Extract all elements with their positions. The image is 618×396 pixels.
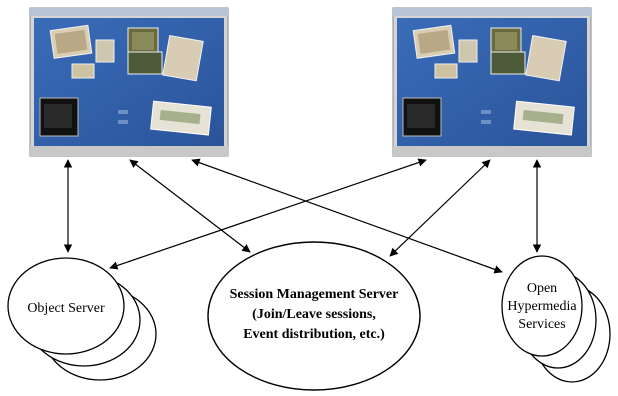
object-server-stack [7,257,157,381]
session-management-server-node [207,241,421,391]
photo-tile [150,100,212,136]
photo-tile [127,51,163,75]
arrow-right-client-object-server [109,158,427,270]
object-server-label: Object Server [27,301,105,316]
hypermedia-label-line2: Hypermedia [507,299,577,314]
connection-arrows [63,158,542,274]
session-server-detail-2: Event distribution, etc.) [243,327,385,342]
photo-tile [525,34,567,82]
hypermedia-label-line1: Open [527,281,557,296]
photo-tile [71,63,95,79]
hypermedia-services-stack [501,255,611,383]
photo-tile [162,34,204,82]
session-server-title: Session Management Server [230,287,399,302]
photo-tile [95,39,115,63]
client-screenshot-right [392,7,592,157]
video-tile [39,97,79,137]
session-server-detail-1: (Join/Leave sessions, [252,307,376,322]
photo-tile [412,24,456,59]
video-tile [402,97,442,137]
photo-tile [513,100,575,136]
hypermedia-label-line3: Services [518,317,565,332]
arrow-left-client-session-server [129,159,251,253]
arrow-right-client-session-server [389,159,491,257]
photo-tile [49,24,93,59]
client-screenshot-left [29,7,229,157]
photo-tile [458,39,478,63]
photo-tile [490,51,526,75]
photo-tile [434,63,458,79]
